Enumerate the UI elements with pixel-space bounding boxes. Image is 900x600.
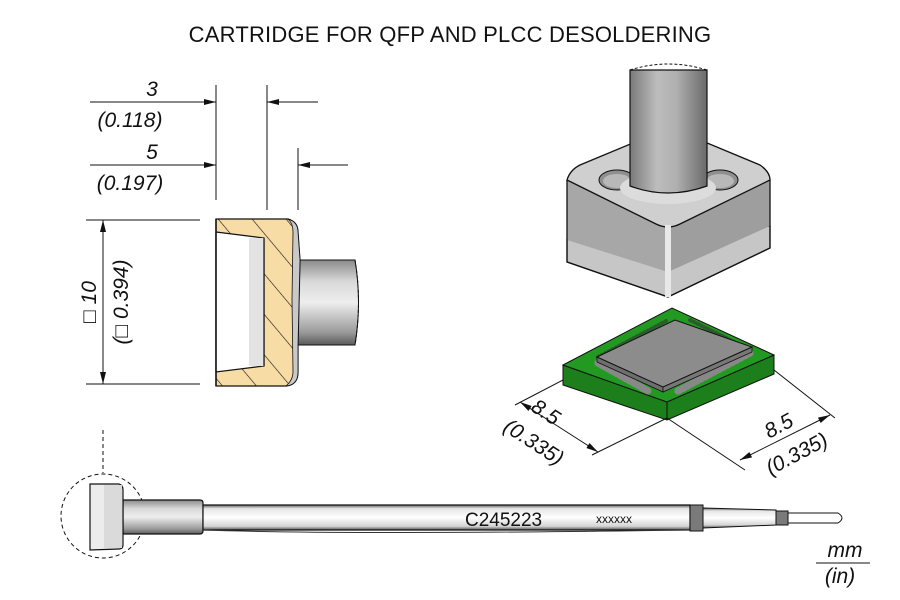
qfp-component-3d: 8.5 (0.335) 8.5 (0.335) (499, 307, 836, 480)
qfp-chip (595, 319, 754, 388)
cartridge-side-view: C245223 xxxxxx (60, 430, 843, 559)
dim-square-mm: □ 10 (78, 281, 101, 323)
part-number: C245223 (465, 510, 542, 531)
dim-5-in: (0.197) (97, 172, 164, 195)
dim-line-left (519, 401, 599, 453)
cartridge-pin (787, 512, 843, 524)
diagram-title: CARTRIDGE FOR QFP AND PLCC DESOLDERING (188, 22, 712, 47)
dim-square-in: (□ 0.394) (110, 259, 133, 344)
serial-number: xxxxxx (596, 512, 632, 526)
dim-3-in: (0.118) (98, 109, 163, 132)
extension-line (773, 369, 836, 419)
cavity-shade (249, 238, 264, 366)
unit-mm: mm (828, 539, 863, 562)
tip-rim (284, 218, 301, 387)
break-line (354, 259, 359, 346)
dim-left-in: (0.335) (499, 415, 567, 471)
extension-line (591, 417, 668, 456)
units-legend: mm (in) (816, 539, 870, 588)
tip-stem (297, 259, 359, 346)
dim-line-right (739, 414, 831, 461)
dim-5-mm: 5 (146, 141, 158, 164)
cartridge-pipe (629, 69, 708, 194)
break-line (629, 63, 708, 71)
dim-3-mm: 3 (146, 78, 158, 101)
extension-line (514, 379, 564, 406)
cartridge-head-3d (566, 63, 771, 298)
extension-line (666, 417, 746, 471)
depth-dimensions: 3 (0.118) 5 (0.197) (90, 78, 348, 210)
tip-section-view: □ 10 (□ 0.394) (78, 218, 359, 387)
unit-in: (in) (825, 565, 855, 588)
dim-left-mm: 8.5 (527, 395, 564, 430)
dim-right-mm: 8.5 (761, 409, 798, 443)
